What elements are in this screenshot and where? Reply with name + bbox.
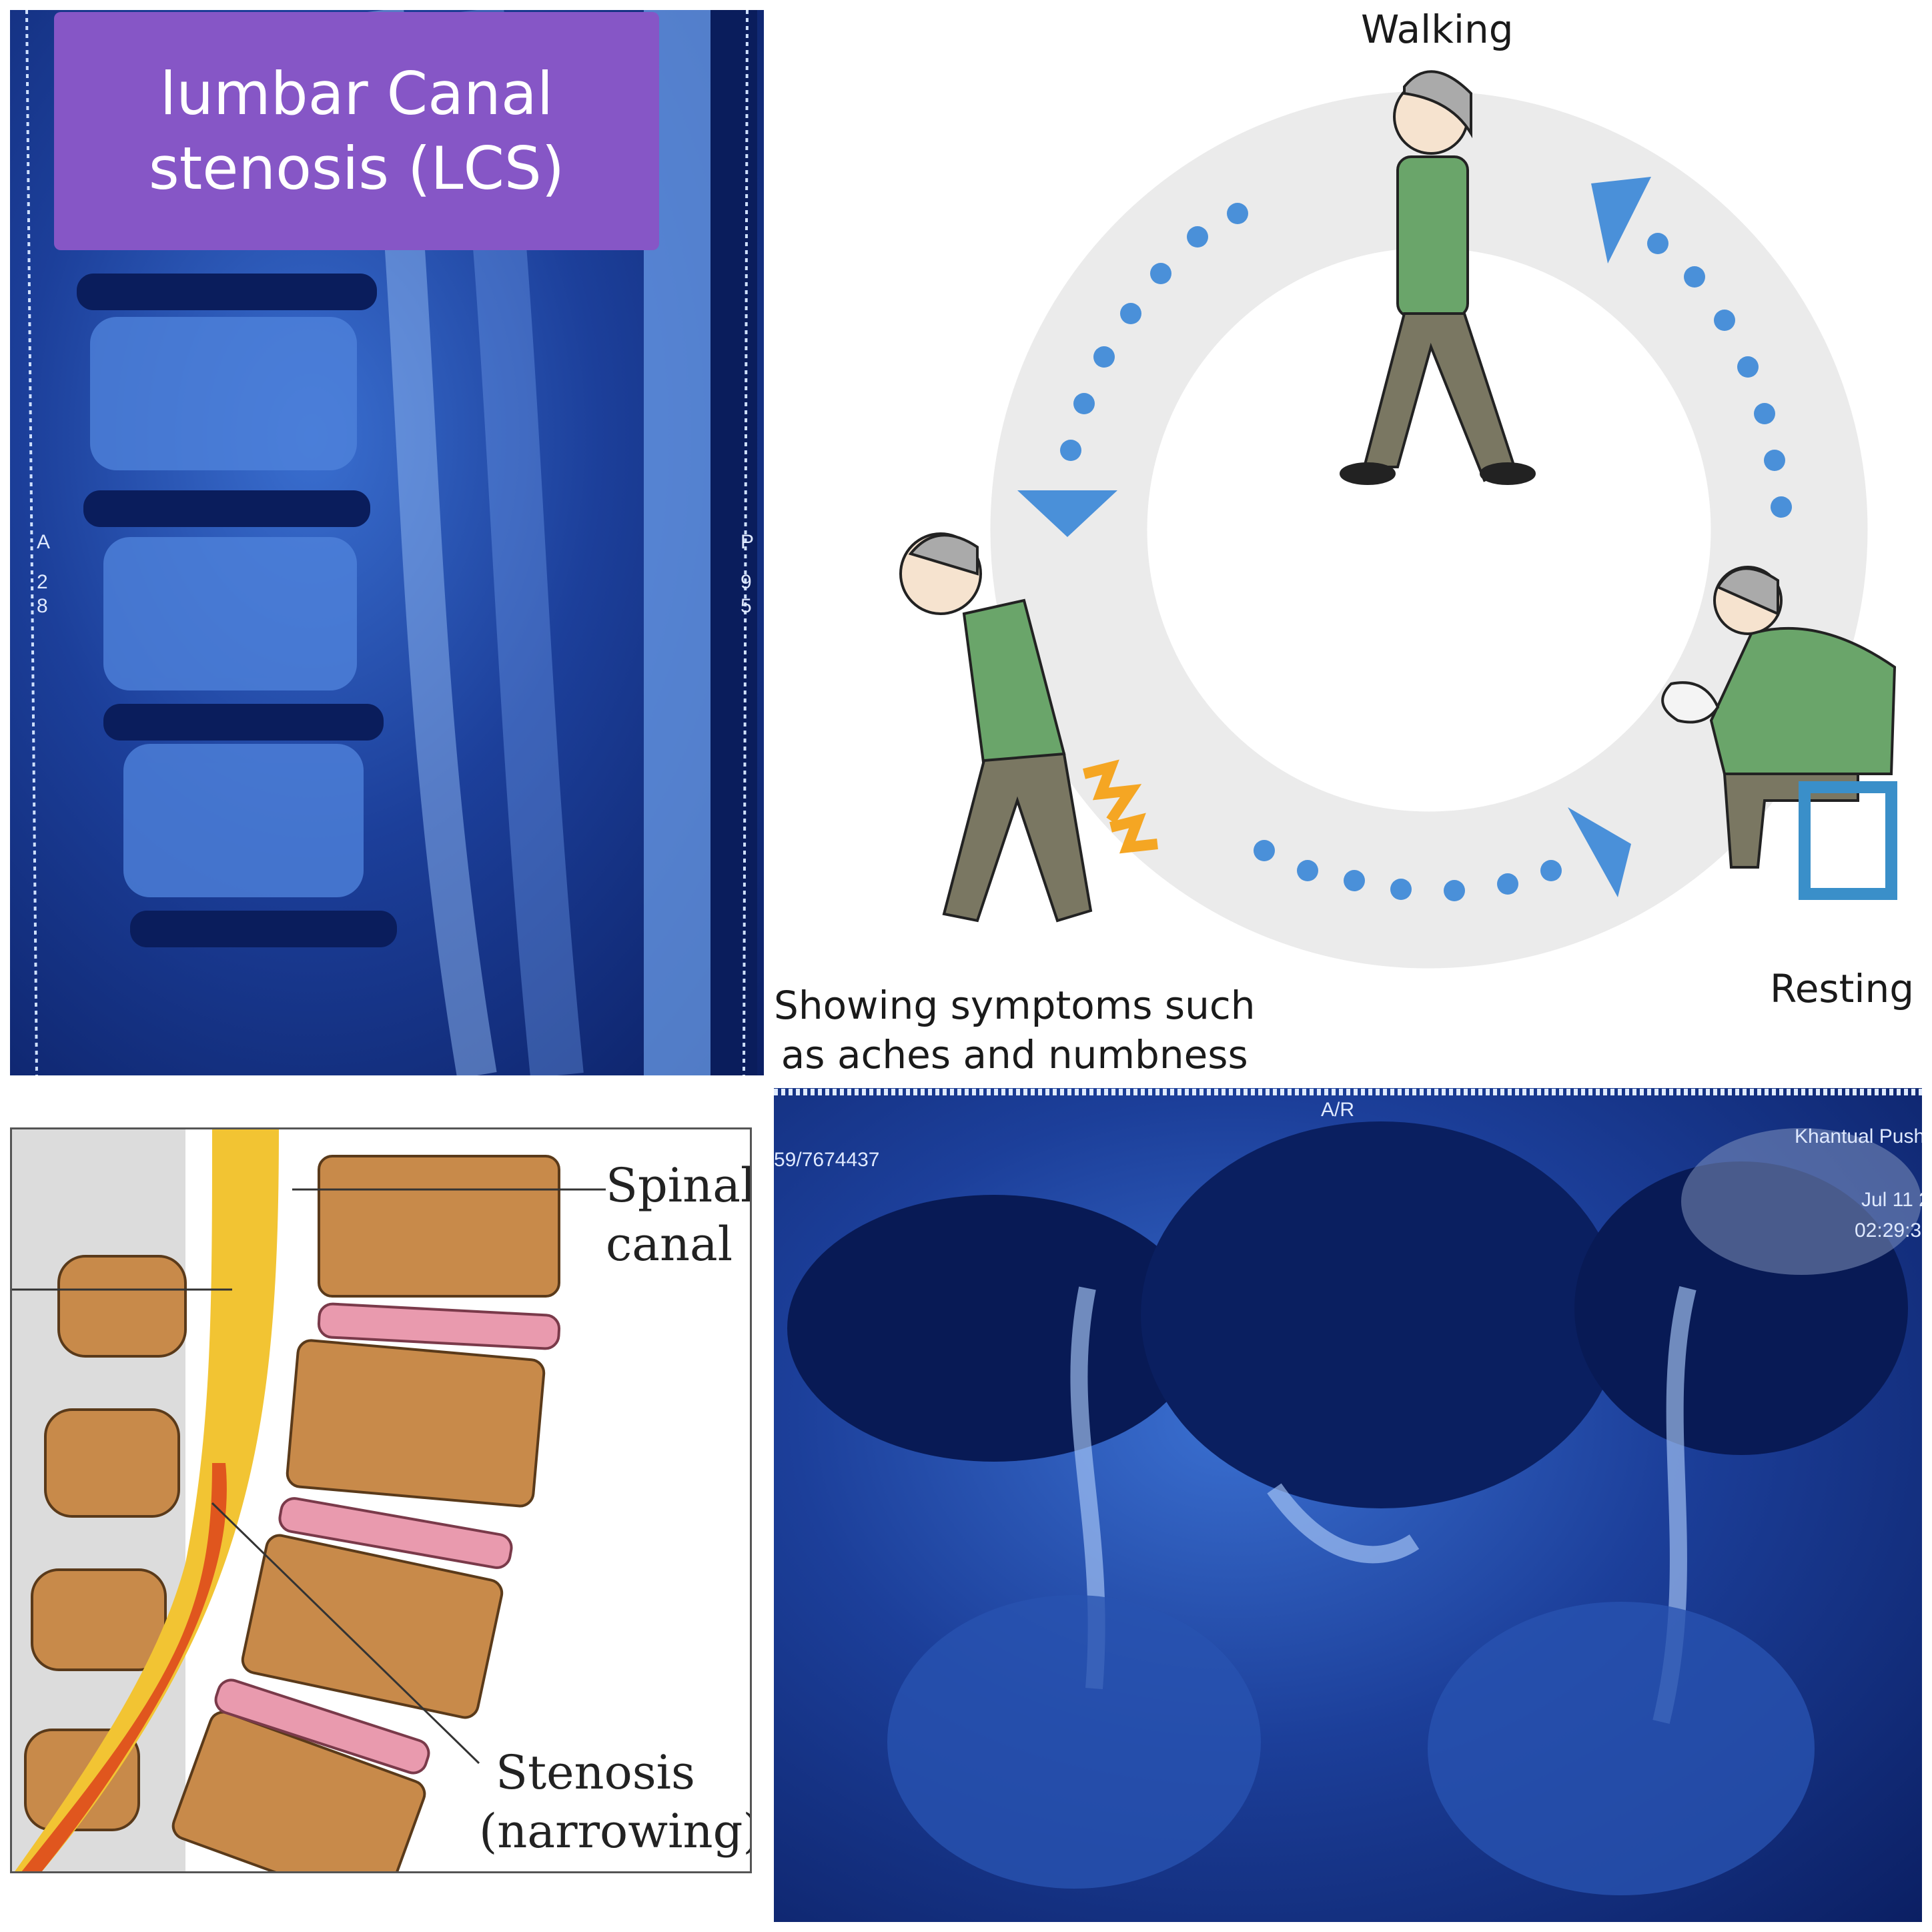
claudication-cycle-diagram: Walking Resting Showing symptoms such as… — [764, 0, 1922, 1084]
walking-person-icon — [1340, 70, 1536, 485]
axial-mri-image: A/R 59/7674437 Khantual Pushpa Jul 11 2 … — [774, 1088, 1922, 1922]
sagittal-mri-graphic — [25, 10, 757, 1075]
resting-label: Resting — [1770, 966, 1915, 1011]
stenosis-label: Stenosis (narrowing) — [479, 1743, 752, 1861]
stenosis-label-line-2: (narrowing) — [479, 1804, 752, 1859]
cycle-graphic — [899, 70, 1897, 969]
spine-graphic — [12, 1129, 606, 1871]
resting-person-icon — [1661, 566, 1897, 900]
symptoms-label-line-2: as aches and numbness — [781, 1032, 1248, 1077]
scan-date: Jul 11 2 — [1861, 1189, 1922, 1211]
arrow-head-left — [1017, 490, 1117, 537]
title-banner: lumbar Canal stenosis (LCS) — [54, 12, 659, 250]
dotted-arrows — [1017, 177, 1792, 901]
right-slice-number: 95 — [741, 571, 752, 617]
symptomatic-person-icon — [899, 532, 1158, 923]
symptoms-label: Showing symptoms such as aches and numbn… — [774, 981, 1256, 1079]
left-slice-number: 28 — [37, 571, 48, 617]
title-line-2: stenosis (LCS) — [148, 133, 565, 203]
posterior-marker: P — [741, 531, 755, 553]
walking-label: Walking — [1361, 7, 1514, 52]
spinal-canal-label-line-1: Spinal — [606, 1158, 752, 1213]
arrow-head-top-right — [1591, 177, 1651, 264]
stenosis-label-line-1: Stenosis — [496, 1745, 695, 1800]
patient-name: Khantual Pushpa — [1795, 1125, 1922, 1147]
arrow-head-bottom-right — [1568, 807, 1631, 897]
axial-mri-graphic — [774, 1089, 1922, 1895]
patient-id: 59/7674437 — [774, 1149, 880, 1171]
title-line-1: lumbar Canal — [159, 59, 554, 128]
orientation-label: A/R — [1321, 1099, 1355, 1121]
spinal-canal-label: Spinal canal — [606, 1156, 752, 1274]
anterior-marker: A — [37, 531, 51, 553]
spinal-canal-label-line-2: canal — [606, 1217, 733, 1272]
symptoms-label-line-1: Showing symptoms such — [774, 983, 1256, 1028]
spine-anatomy-illustration: Spinal canal Stenosis (narrowing) — [10, 1127, 752, 1873]
scan-time: 02:29:30 — [1855, 1220, 1922, 1242]
